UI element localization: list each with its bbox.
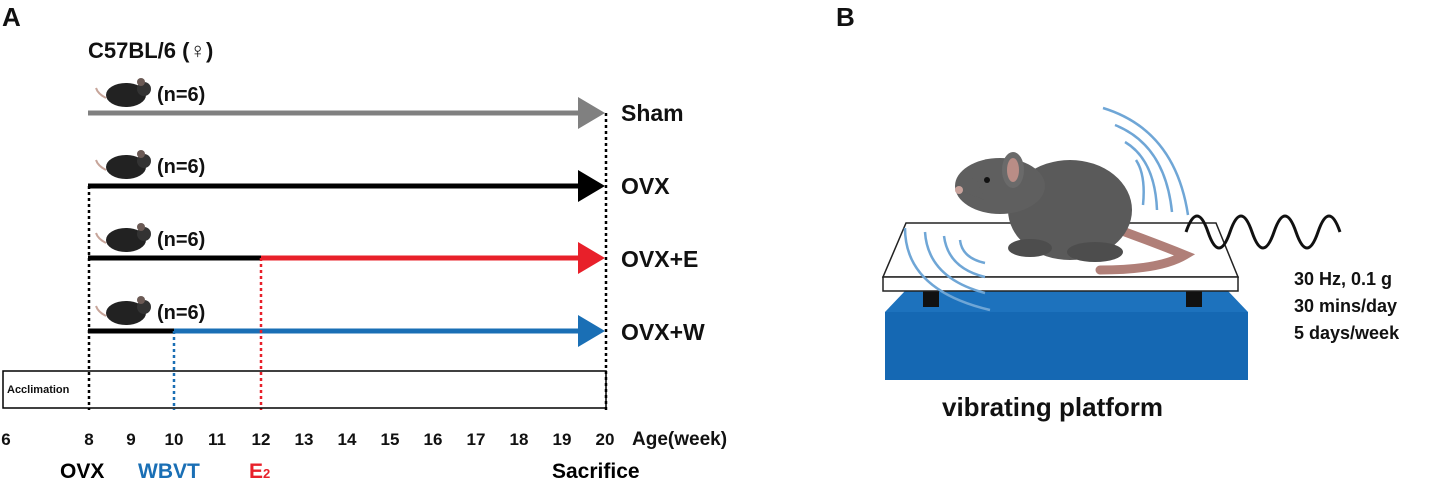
sham-arrow xyxy=(88,97,605,129)
group-name-ovx-w: OVX+W xyxy=(621,319,705,345)
mouse-illustration xyxy=(955,152,1196,275)
tick-label: 10 xyxy=(164,430,184,449)
param-frequency: 30 Hz, 0.1 g xyxy=(1294,269,1393,289)
mouse-icon xyxy=(95,223,151,252)
mouse-icon xyxy=(95,296,151,325)
panel-a-label: A xyxy=(2,2,21,32)
tick-label: 13 xyxy=(294,430,314,449)
group-name-sham: Sham xyxy=(621,100,684,126)
group-name-ovx: OVX xyxy=(621,173,670,199)
tick-label: 19 xyxy=(552,430,572,449)
mouse-icon xyxy=(95,150,151,179)
ovx-arrow xyxy=(88,170,605,202)
event-e2-main: E xyxy=(249,460,264,483)
event-e2-subscript: 2 xyxy=(263,466,271,481)
panel-b-label: B xyxy=(836,2,855,32)
tick-label: 18 xyxy=(509,430,529,449)
platform-label: vibrating platform xyxy=(942,392,1164,422)
group-n-label: (n=6) xyxy=(157,229,206,251)
event-e2-label: E2 xyxy=(249,460,270,484)
tick-label: 15 xyxy=(380,430,400,449)
vibration-signal-icon xyxy=(1184,214,1342,250)
strain-label: C57BL/6 (♀) xyxy=(88,38,214,63)
tick-label: 6 xyxy=(1,430,11,449)
tick-label: 12 xyxy=(251,430,271,449)
group-name-ovx-e: OVX+E xyxy=(621,246,699,272)
acclimation-box xyxy=(2,370,607,409)
event-sacrifice-label: Sacrifice xyxy=(552,460,640,483)
mouse-icon xyxy=(95,78,151,107)
group-n-label: (n=6) xyxy=(157,84,206,106)
group-n-label: (n=6) xyxy=(157,156,206,178)
tick-label: 14 xyxy=(337,430,357,449)
tick-label: 9 xyxy=(126,430,136,449)
group-n-label: (n=6) xyxy=(157,302,206,324)
event-wbvt-label: WBVT xyxy=(138,460,200,483)
tick-label: 11 xyxy=(208,430,226,449)
tick-label: 16 xyxy=(423,430,443,449)
tick-label: 20 xyxy=(595,430,615,449)
event-ovx-label: OVX xyxy=(60,460,105,483)
vibration-waves-icon xyxy=(903,106,1190,312)
ovx-w-arrow xyxy=(88,315,605,347)
param-duration: 30 mins/day xyxy=(1294,296,1398,316)
tick-label: 17 xyxy=(466,430,486,449)
acclimation-label: Acclimation xyxy=(7,384,70,396)
ovx-e-arrow xyxy=(88,242,605,274)
axis-label: Age(week) xyxy=(632,429,728,450)
tick-label: 8 xyxy=(84,430,94,449)
param-schedule: 5 days/week xyxy=(1294,323,1400,343)
